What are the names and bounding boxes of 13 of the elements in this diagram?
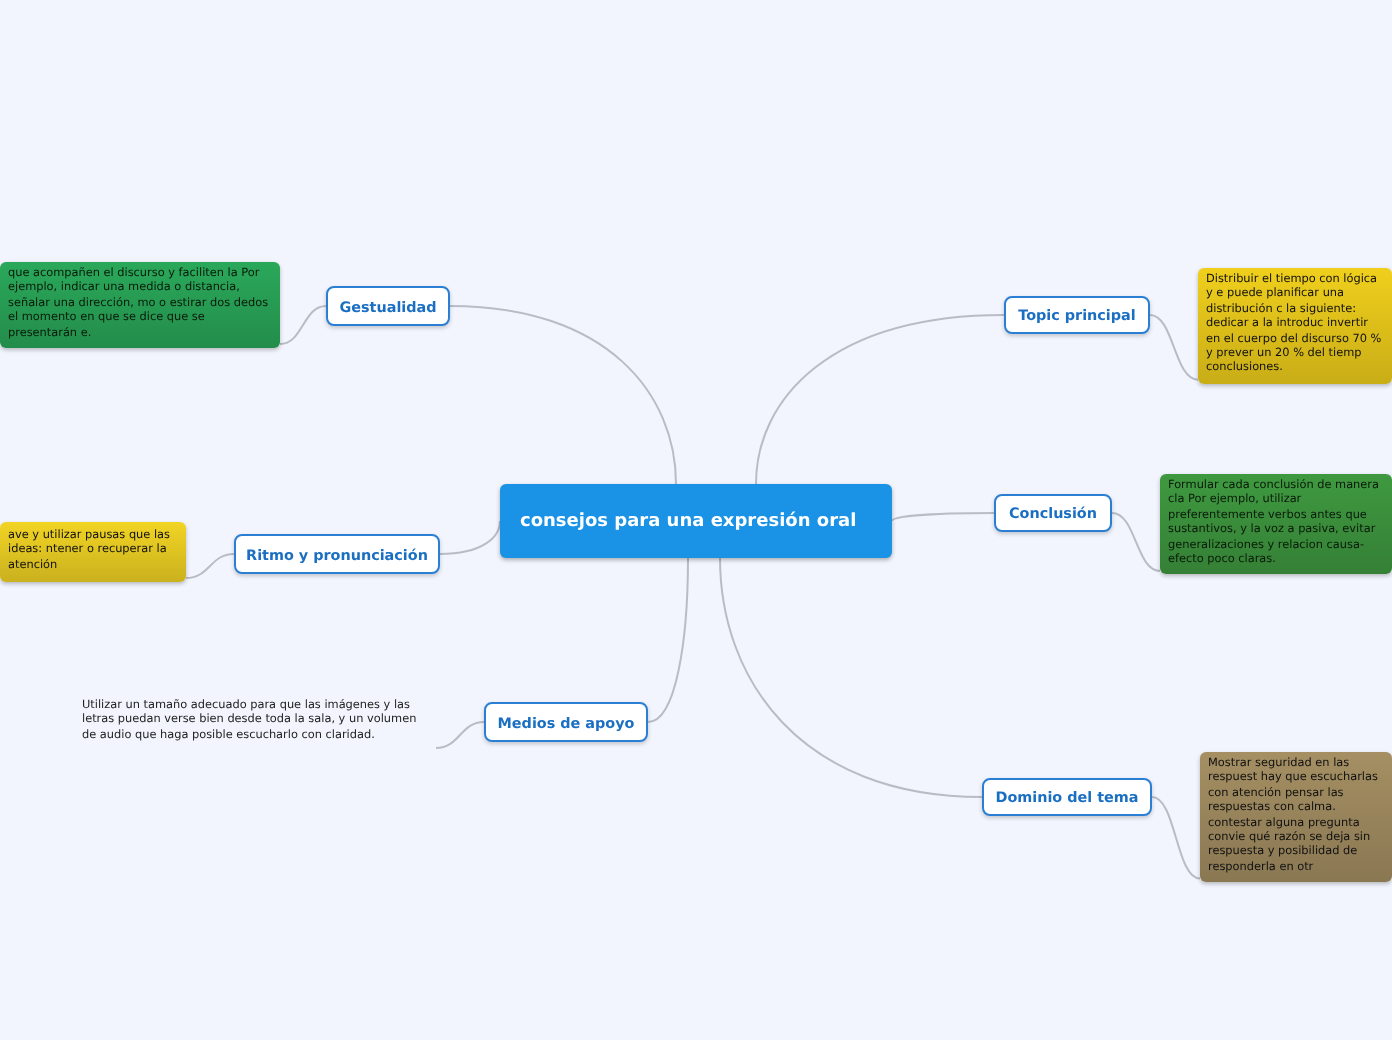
connector — [647, 557, 689, 723]
connector — [891, 512, 995, 522]
connector — [755, 314, 1005, 485]
connector — [185, 553, 235, 579]
connector — [1111, 512, 1161, 572]
connector — [1149, 314, 1199, 381]
central-topic: consejos para una expresión oral — [500, 484, 892, 558]
connector — [719, 557, 983, 798]
connector — [449, 305, 677, 485]
connector — [1151, 796, 1201, 880]
connector — [439, 520, 501, 555]
connector — [435, 721, 485, 749]
connector — [279, 305, 327, 346]
